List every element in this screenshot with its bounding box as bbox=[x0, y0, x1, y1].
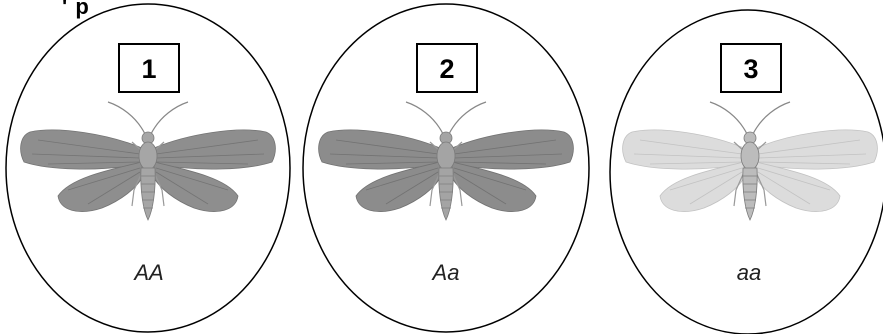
cutoff-heading-text: ' p bbox=[62, 0, 90, 19]
panel-3-number-box bbox=[720, 43, 782, 93]
panel-1-oval bbox=[5, 3, 291, 333]
panel-2-oval bbox=[302, 3, 590, 333]
panel-2: 2 bbox=[302, 3, 590, 333]
panel-2-genotype: Aa bbox=[431, 260, 460, 285]
panel-1: 1 bbox=[5, 3, 291, 333]
panel-3-moth bbox=[622, 101, 878, 221]
panel-3-oval bbox=[609, 9, 883, 334]
panel-3: 3 bbox=[609, 9, 883, 334]
moth-illustration bbox=[318, 101, 574, 221]
panel-3-genotype: aa bbox=[737, 260, 761, 285]
panel-2-number-box bbox=[416, 43, 478, 93]
moth-illustration bbox=[20, 101, 276, 221]
panel-3-number: 3 bbox=[743, 54, 758, 84]
panel-1-genotype: AA bbox=[132, 260, 163, 285]
panel-2-number: 2 bbox=[439, 54, 454, 84]
moth-illustration bbox=[622, 101, 878, 221]
panel-2-moth bbox=[318, 101, 574, 221]
panel-1-number-box bbox=[118, 43, 180, 93]
panel-1-moth bbox=[20, 101, 276, 221]
panel-1-number: 1 bbox=[141, 54, 156, 84]
